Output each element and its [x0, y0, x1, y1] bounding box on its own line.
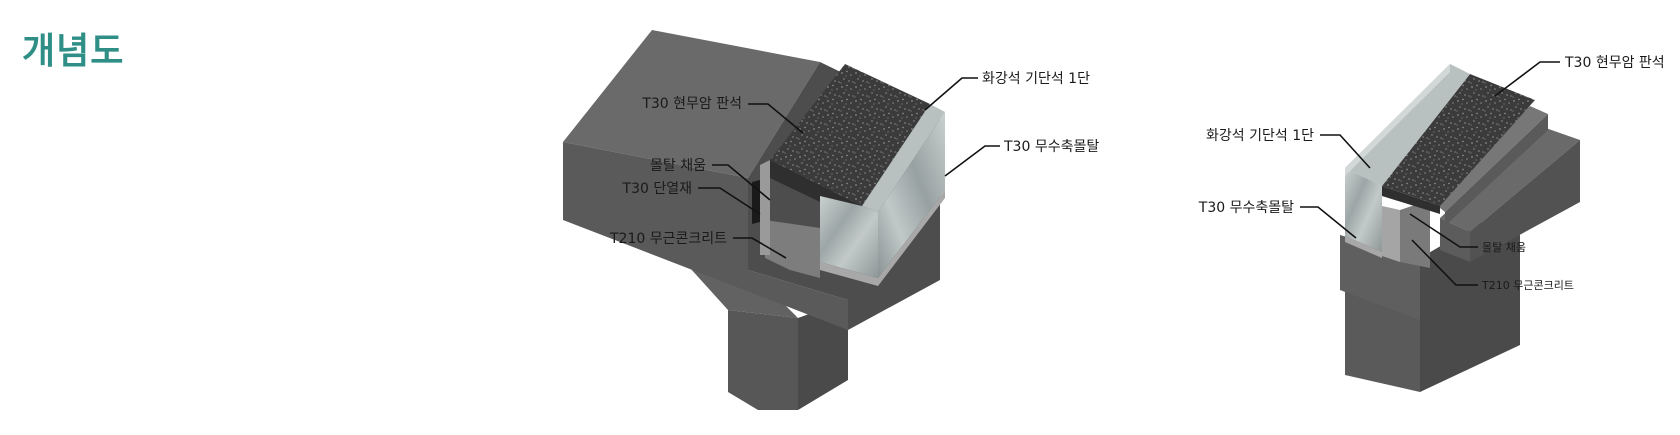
right-basalt-paving	[1382, 74, 1535, 206]
right-step-side	[1445, 114, 1548, 226]
label-right-waterproof-mortar: T30 무수축몰탈	[1198, 200, 1294, 216]
left-column	[728, 310, 798, 410]
left-section-diagram	[563, 30, 945, 410]
label-left-mortar-fill: 몰탈 채움	[650, 158, 706, 174]
label-left-top-stone: 화강석 기단석 1단	[982, 71, 1090, 87]
right-section-diagram	[1340, 64, 1580, 392]
left-mortar-strip	[760, 160, 770, 255]
left-leaders	[698, 77, 1000, 259]
right-granite-face	[1345, 64, 1450, 176]
right-granite-front	[1345, 168, 1382, 252]
left-granite-top	[862, 104, 945, 212]
right-step-top	[1430, 106, 1548, 212]
right-leaders	[1300, 61, 1560, 286]
left-granite-side	[878, 112, 945, 278]
label-right-paving: T30 현무암 판석	[1564, 55, 1665, 71]
right-granite-top	[1345, 64, 1470, 186]
left-concrete-block	[765, 220, 820, 278]
left-slab-top	[563, 30, 820, 178]
right-concrete-core	[1400, 200, 1430, 268]
right-labels: T30 현무암 판석 화강석 기단석 1단 T30 무수축몰탈 몰탈 채움 T2…	[1198, 55, 1665, 292]
left-granite-front	[820, 196, 878, 278]
label-left-insulation: T30 단열재	[622, 181, 692, 197]
label-right-top-stone: 화강석 기단석 1단	[1206, 128, 1314, 144]
left-basalt-paving	[770, 64, 930, 206]
right-slab-side	[1470, 140, 1580, 262]
left-slab-front	[563, 142, 848, 330]
right-mortar-bed	[1345, 236, 1382, 258]
label-right-mortar-fill: 몰탈 채움	[1482, 241, 1526, 254]
right-slab-front	[1440, 218, 1470, 262]
right-basalt-front	[1382, 186, 1440, 214]
right-slab-top	[1440, 126, 1580, 232]
page-title: 개념도	[22, 31, 125, 72]
label-left-concrete: T210 무근콘크리트	[609, 231, 727, 247]
label-left-paving: T30 현무암 판석	[641, 96, 742, 112]
left-haunch	[690, 268, 798, 318]
label-right-concrete: T210 무근콘크리트	[1481, 279, 1574, 292]
left-labels: 화강석 기단석 1단 T30 현무암 판석 T30 무수축몰탈 몰탈 채움 T3…	[609, 71, 1099, 247]
label-left-waterproof-mortar: T30 무수축몰탈	[1003, 139, 1099, 155]
left-column-side	[798, 300, 848, 410]
right-mortar-fill	[1382, 206, 1400, 262]
